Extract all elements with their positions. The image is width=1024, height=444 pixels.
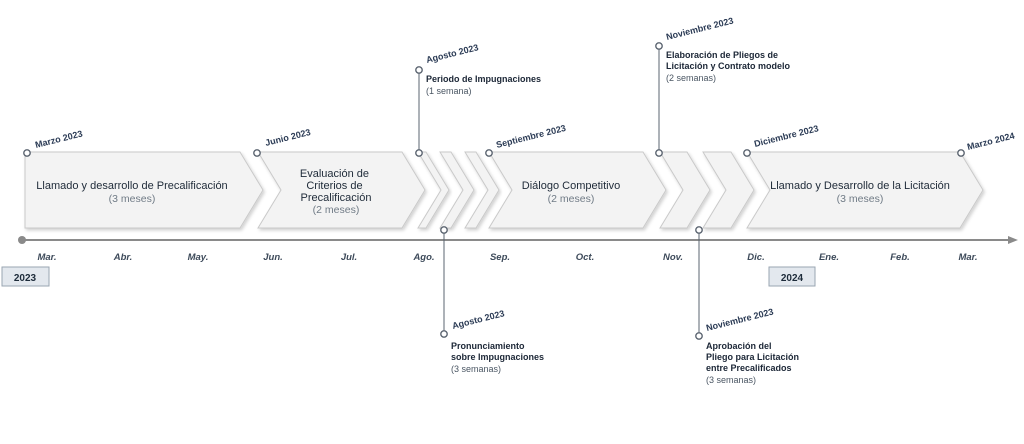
- milestone-marker-icon: [957, 149, 965, 157]
- axis-start-dot: [18, 236, 26, 244]
- milestone-marker-icon: [440, 226, 448, 234]
- milestone-marker-icon: [743, 149, 751, 157]
- milestone-marker-icon: [655, 42, 663, 50]
- month-label: Jul.: [341, 252, 357, 263]
- phase-3-arrow: [488, 151, 667, 229]
- milestone-marker-icon: [655, 149, 663, 157]
- annotation-title: Aprobación del Pliego para Licitación en…: [706, 341, 802, 373]
- year-label-2023: 2023: [14, 273, 37, 284]
- bottom-milestone-markers: [440, 226, 703, 340]
- month-label: Jun.: [263, 252, 283, 263]
- phase-2-duration: (2 meses): [313, 204, 360, 216]
- chevron-small-3: [464, 151, 500, 229]
- month-label: Feb.: [890, 252, 910, 263]
- annotation-duration: (1 semana): [426, 86, 472, 96]
- annotation-title: Periodo de Impugnaciones: [426, 74, 541, 84]
- chevron-small-1: [417, 151, 450, 229]
- month-label: Abr.: [113, 252, 132, 263]
- axis-arrow-head: [1008, 236, 1018, 244]
- month-label: Oct.: [576, 252, 594, 263]
- chevron-small-5: [702, 151, 755, 229]
- month-labels: Mar. Abr. May. Jun. Jul. Ago. Sep. Oct. …: [37, 252, 977, 263]
- phase-1-title: Llamado y desarrollo de Precalificación: [36, 180, 227, 192]
- annotation-duration: (2 semanas): [666, 73, 716, 83]
- milestone-date: Agosto 2023: [451, 308, 505, 331]
- month-label: Mar.: [37, 252, 56, 263]
- annotation-duration: (3 semanas): [706, 375, 756, 385]
- phase-2-title: Evaluación de Criterios de Precalificaci…: [300, 168, 372, 204]
- month-label: Sep.: [490, 252, 510, 263]
- milestone-date: Marzo 2024: [966, 130, 1016, 151]
- milestone-date: Junio 2023: [264, 127, 312, 148]
- phase-2-arrow: [257, 151, 426, 229]
- annotation-title: Pronunciamiento sobre Impugnaciones: [451, 341, 544, 362]
- phase-4-title: Llamado y Desarrollo de la Licitación: [770, 180, 950, 192]
- milestone-marker-icon: [485, 149, 493, 157]
- phase-3-title: Diálogo Competitivo: [522, 180, 620, 192]
- milestone-marker-icon: [23, 149, 31, 157]
- milestone-marker-icon: [695, 332, 703, 340]
- year-box-2023: [1, 266, 50, 287]
- milestone-marker-icon: [440, 330, 448, 338]
- month-label: Dic.: [747, 252, 764, 263]
- milestone-date: Marzo 2023: [34, 128, 84, 149]
- chevron-small-2: [439, 151, 475, 229]
- phase-4-duration: (3 meses): [837, 193, 884, 205]
- milestone-date: Noviembre 2023: [705, 307, 774, 333]
- phase-shapes: [24, 151, 984, 229]
- month-label: Mar.: [958, 252, 977, 263]
- phase-1-arrow: [24, 151, 264, 229]
- annotation-title: Elaboración de Pliegos de Licitación y C…: [666, 50, 791, 71]
- top-milestone-markers: [23, 42, 965, 157]
- phase-3-duration: (2 meses): [548, 193, 595, 205]
- month-label: May.: [188, 252, 209, 263]
- milestone-marker-icon: [415, 149, 423, 157]
- milestone-date: Agosto 2023: [425, 42, 479, 65]
- phase-1-duration: (3 meses): [109, 193, 156, 205]
- milestone-marker-icon: [253, 149, 261, 157]
- year-label-2024: 2024: [781, 273, 804, 284]
- milestone-marker-icon: [415, 66, 423, 74]
- milestone-date: Diciembre 2023: [753, 123, 820, 149]
- month-label: Ago.: [412, 252, 434, 263]
- month-label: Ene.: [819, 252, 839, 263]
- month-label: Nov.: [663, 252, 683, 263]
- year-box-2024: [768, 266, 816, 287]
- chevron-small-4: [659, 151, 711, 229]
- milestone-date: Noviembre 2023: [665, 16, 734, 42]
- milestone-date: Septiembre 2023: [495, 123, 567, 150]
- annotation-duration: (3 semanas): [451, 364, 501, 374]
- milestone-marker-icon: [695, 226, 703, 234]
